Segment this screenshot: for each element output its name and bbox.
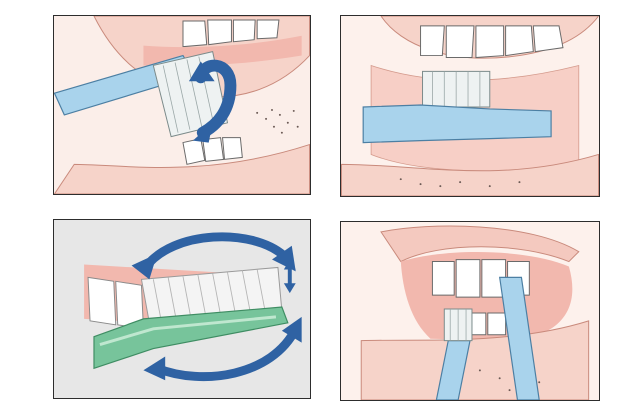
upper-teeth [420,25,564,59]
rotation-arrow-icon [131,232,302,382]
panel-illustration [54,220,310,398]
circular-arrow-icon [188,59,237,143]
toothbrush-icon [93,306,289,370]
teeth [87,276,144,330]
panel-illustration [341,222,599,400]
diagram-panel-brush-motion [53,219,311,399]
diagram-panel-front-teeth-vertical [340,221,600,401]
toothbrush-icon [362,104,552,144]
diagram-panel-inner-surface [340,15,600,197]
brush-bristles [422,70,491,108]
panel-illustration [341,16,599,196]
diagram-panel-outer-surface-roll [53,15,311,195]
toothbrush-icon [435,276,540,400]
panel-illustration [54,16,310,194]
up-down-arrow-icon [283,259,296,294]
upper-teeth [182,19,280,48]
